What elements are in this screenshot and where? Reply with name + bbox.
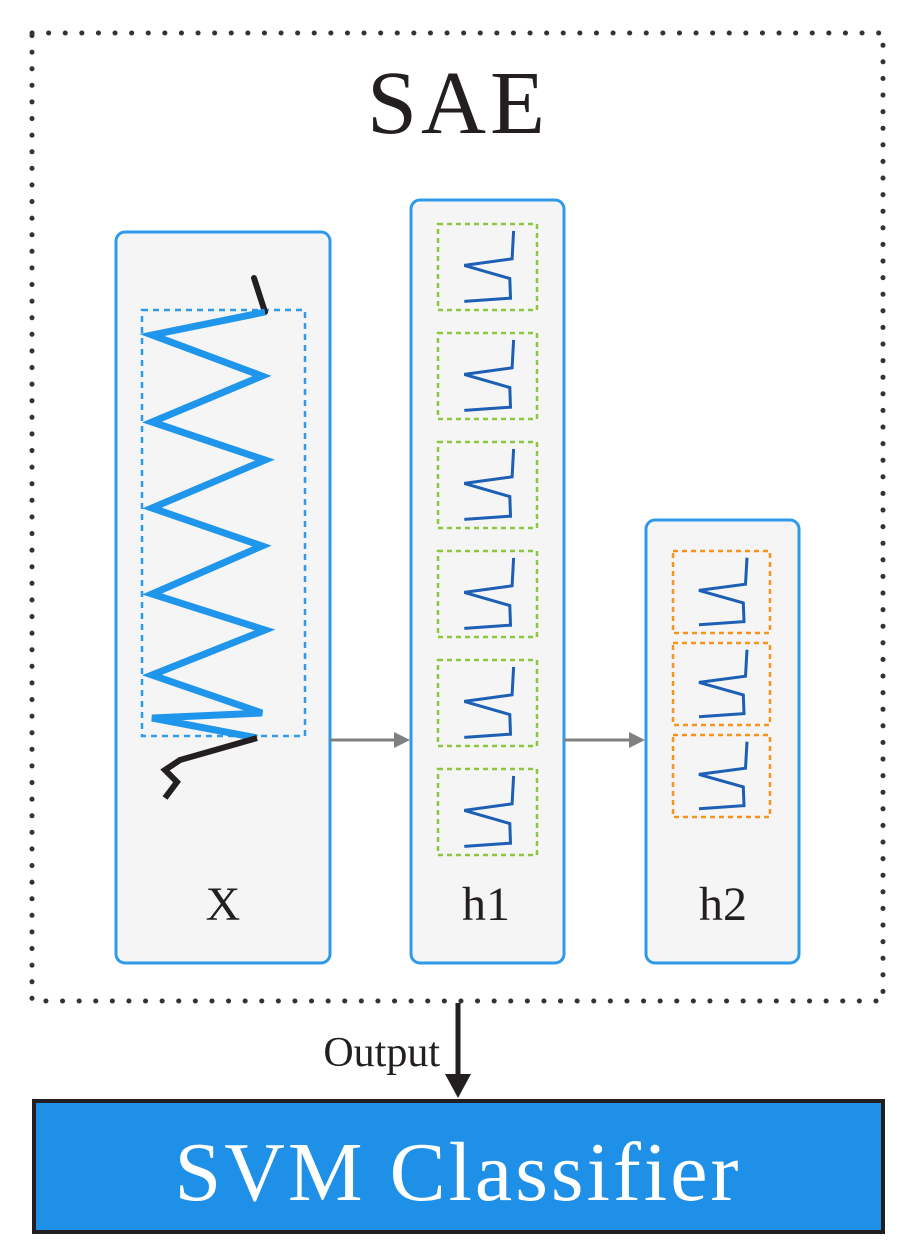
h1-unit-signal (463, 666, 516, 739)
layer-h2-panel (644, 518, 801, 965)
h2-unit-signal (698, 741, 749, 811)
h1-unit-box (436, 331, 539, 421)
svm-classifier-label: SVM Classifier (175, 1126, 742, 1219)
h1-unit-signal (463, 557, 516, 630)
layer-h1: h1 (409, 198, 566, 965)
layer-x-signal-tail-bottom (160, 735, 258, 800)
layer-h2-units (671, 549, 772, 819)
h2-unit-box (671, 733, 772, 819)
layer-x: X (114, 230, 332, 965)
layer-x-signal-tail-top (251, 275, 268, 315)
h1-unit-signal (463, 339, 516, 412)
h1-unit-box (436, 658, 539, 748)
layer-h1-units (436, 222, 539, 857)
arrow-x-to-h1 (330, 732, 410, 748)
h2-unit-signal (698, 649, 749, 719)
arrow-h1-to-h2 (564, 732, 645, 748)
layer-x-signal (139, 308, 276, 742)
output-arrow (445, 1003, 471, 1098)
h1-unit-box (436, 440, 539, 530)
h1-unit-box (436, 767, 539, 857)
h1-unit-signal (463, 230, 516, 303)
h1-unit-signal (463, 448, 516, 521)
h2-unit-signal (698, 557, 749, 627)
layer-h1-label: h1 (462, 878, 510, 931)
layer-h2: h2 (644, 518, 801, 965)
h2-unit-box (671, 641, 772, 727)
h2-unit-box (671, 549, 772, 635)
h1-unit-signal (463, 775, 516, 848)
layer-x-panel (114, 230, 332, 965)
sae-frame (29, 30, 886, 1004)
h1-unit-box (436, 549, 539, 639)
sae-title: SAE (367, 54, 549, 153)
svm-classifier-box (32, 1099, 885, 1234)
layer-h1-panel (409, 198, 566, 965)
layer-x-label: X (206, 878, 241, 931)
output-label: Output (323, 1030, 440, 1076)
layer-x-window (140, 308, 307, 738)
layer-h2-label: h2 (699, 878, 747, 931)
h1-unit-box (436, 222, 539, 312)
